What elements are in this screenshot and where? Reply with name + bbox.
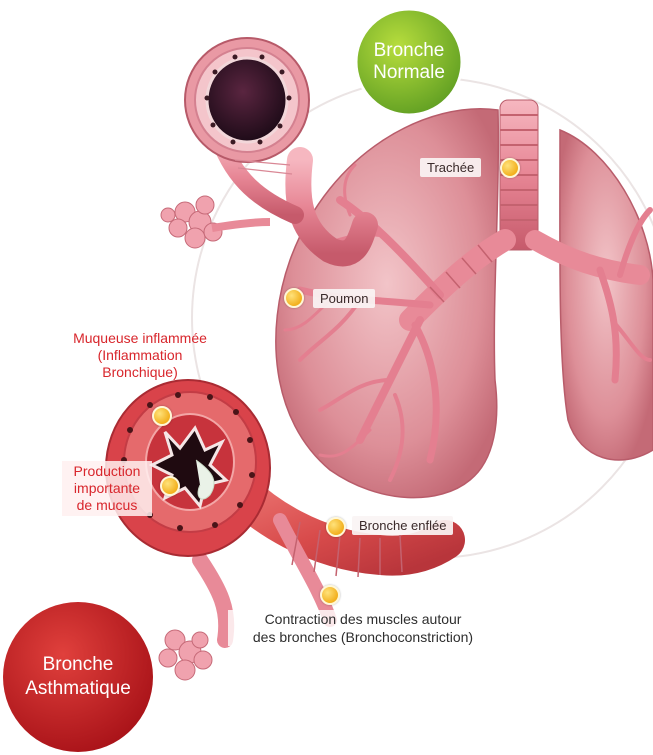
normal-badge-line-1: Bronche	[373, 40, 445, 62]
muqueuse-line-2: (Inflammation	[40, 347, 240, 364]
muqueuse-line-3: Bronchique)	[40, 364, 240, 381]
marker-contraction	[320, 585, 340, 605]
contraction-line-1: Contraction des muscles autour	[228, 610, 498, 628]
label-contraction: Contraction des muscles autour des bronc…	[228, 610, 498, 646]
production-line-1: Production	[62, 463, 152, 480]
production-line-3: de mucus	[62, 497, 152, 514]
marker-poumon	[284, 288, 304, 308]
marker-trachee	[500, 158, 520, 178]
production-line-2: importante	[62, 480, 152, 497]
marker-muqueuse	[152, 406, 172, 426]
asthmatic-bronchus-badge: Bronche Asthmatique	[3, 602, 153, 752]
normal-badge-line-2: Normale	[373, 62, 445, 84]
label-trachee: Trachée	[420, 158, 481, 177]
asthmatic-badge-line-2: Asthmatique	[25, 677, 131, 701]
label-production-mucus: Production importante de mucus	[62, 461, 152, 516]
label-poumon: Poumon	[313, 289, 375, 308]
marker-mucus	[160, 476, 180, 496]
contraction-line-2: des bronches (Bronchoconstriction)	[228, 628, 498, 646]
muqueuse-line-1: Muqueuse inflammée	[40, 330, 240, 347]
asthmatic-badge-line-1: Bronche	[25, 653, 131, 677]
label-muqueuse-inflammee: Muqueuse inflammée (Inflammation Bronchi…	[40, 330, 240, 381]
marker-bronche-enflee	[326, 517, 346, 537]
normal-bronchus-badge: Bronche Normale	[356, 9, 462, 115]
label-bronche-enflee: Bronche enflée	[352, 516, 453, 535]
